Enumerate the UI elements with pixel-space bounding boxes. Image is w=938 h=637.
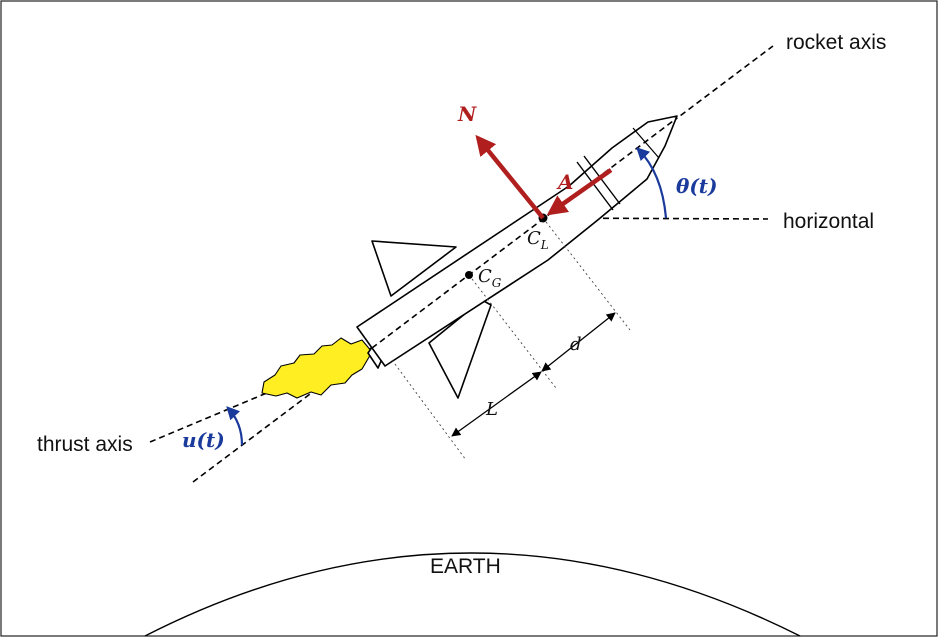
earth-surface: [144, 552, 801, 637]
horizontal-label: horizontal: [783, 210, 874, 233]
dimension-L-arrow: [451, 371, 542, 437]
normal-force-arrow: [475, 134, 545, 220]
exhaust-flame: [261, 337, 373, 399]
axial-force-arrow: [546, 168, 613, 216]
axial-force-label: A: [556, 170, 574, 194]
dimension-L-label: L: [485, 399, 498, 420]
rocket-centerline: [371, 117, 678, 349]
center-of-lift-label: CL: [527, 228, 549, 252]
earth-label: EARTH: [430, 555, 501, 578]
guide-line-cg: [468, 274, 557, 389]
guide-line-cl: [542, 217, 631, 331]
normal-force-label: N: [457, 102, 477, 126]
dimension-d-label: d: [570, 334, 582, 355]
center-of-gravity-label: CG: [478, 266, 502, 290]
thrust-axis-label: thrust axis: [37, 433, 133, 456]
cl-subscript: L: [540, 238, 549, 252]
cg-subscript: G: [492, 276, 502, 290]
theta-label: θ(t): [676, 174, 718, 198]
theta-arc: [636, 147, 668, 219]
rocket-axis-label: rocket axis: [786, 31, 886, 54]
u-arc: [226, 406, 244, 446]
guide-line-tail: [391, 359, 467, 461]
dimension-d-arrow: [541, 312, 616, 372]
upper-fin: [371, 240, 457, 297]
body-ring-1: [576, 161, 614, 211]
center-of-gravity-point: [465, 271, 473, 279]
u-label: u(t): [182, 428, 225, 452]
body-ring-2: [583, 155, 621, 205]
cl-letter: C: [527, 228, 541, 249]
cg-letter: C: [478, 266, 492, 287]
nose-joint: [632, 127, 660, 159]
horizontal-line: [542, 217, 769, 220]
